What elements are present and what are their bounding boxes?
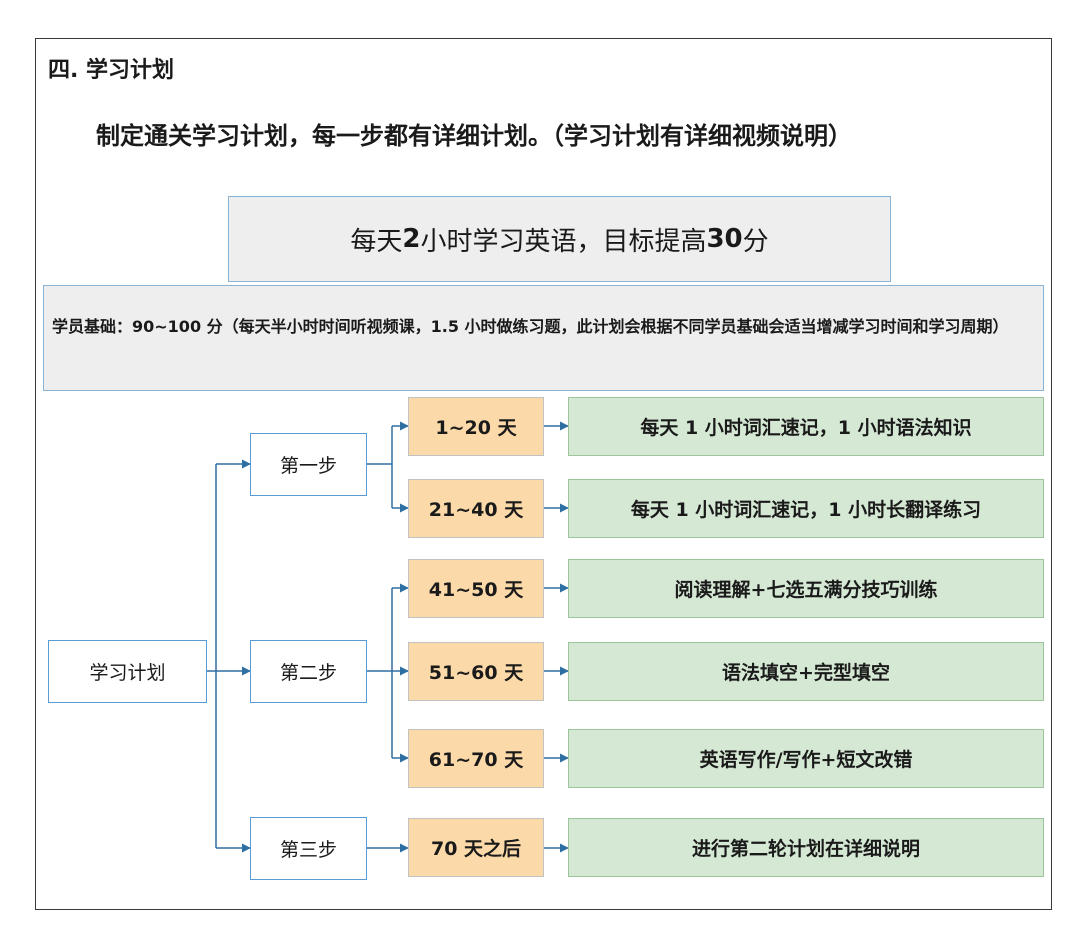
phase-task-3: 阅读理解+七选五满分技巧训练: [568, 559, 1044, 618]
phase-task-5: 英语写作/写作+短文改错: [568, 729, 1044, 788]
goal-banner: 每天 2 小时学习英语，目标提高 30 分: [228, 196, 891, 282]
phase-task-2: 每天 1 小时词汇速记，1 小时长翻译练习: [568, 479, 1044, 538]
phase-task-4: 语法填空+完型填空: [568, 642, 1044, 701]
phase-task-1: 每天 1 小时词汇速记，1 小时语法知识: [568, 397, 1044, 456]
phase-days-6: 70 天之后: [408, 818, 544, 877]
intro-text: 制定通关学习计划，每一步都有详细计划。（学习计划有详细视频说明）: [96, 122, 852, 150]
goal-hours: 2: [402, 224, 421, 254]
goal-suffix: 分: [742, 226, 769, 257]
phase-task-6: 进行第二轮计划在详细说明: [568, 818, 1044, 877]
step-node-1: 第一步: [250, 433, 367, 496]
step-node-2: 第二步: [250, 640, 367, 703]
phase-days-5: 61~70 天: [408, 729, 544, 788]
goal-middle: 小时学习英语，目标提高: [420, 226, 707, 257]
goal-prefix: 每天: [350, 226, 403, 257]
content-frame: [35, 38, 1052, 910]
phase-days-3: 41~50 天: [408, 559, 544, 618]
phase-days-4: 51~60 天: [408, 642, 544, 701]
student-basis-banner: 学员基础：90~100 分（每天半小时时间听视频课，1.5 小时做练习题，此计划…: [43, 285, 1044, 391]
goal-points: 30: [706, 224, 743, 254]
phase-days-1: 1~20 天: [408, 397, 544, 456]
plan-root-node: 学习计划: [48, 640, 207, 703]
section-heading: 四. 学习计划: [48, 58, 175, 83]
phase-days-2: 21~40 天: [408, 479, 544, 538]
step-node-3: 第三步: [250, 817, 367, 880]
